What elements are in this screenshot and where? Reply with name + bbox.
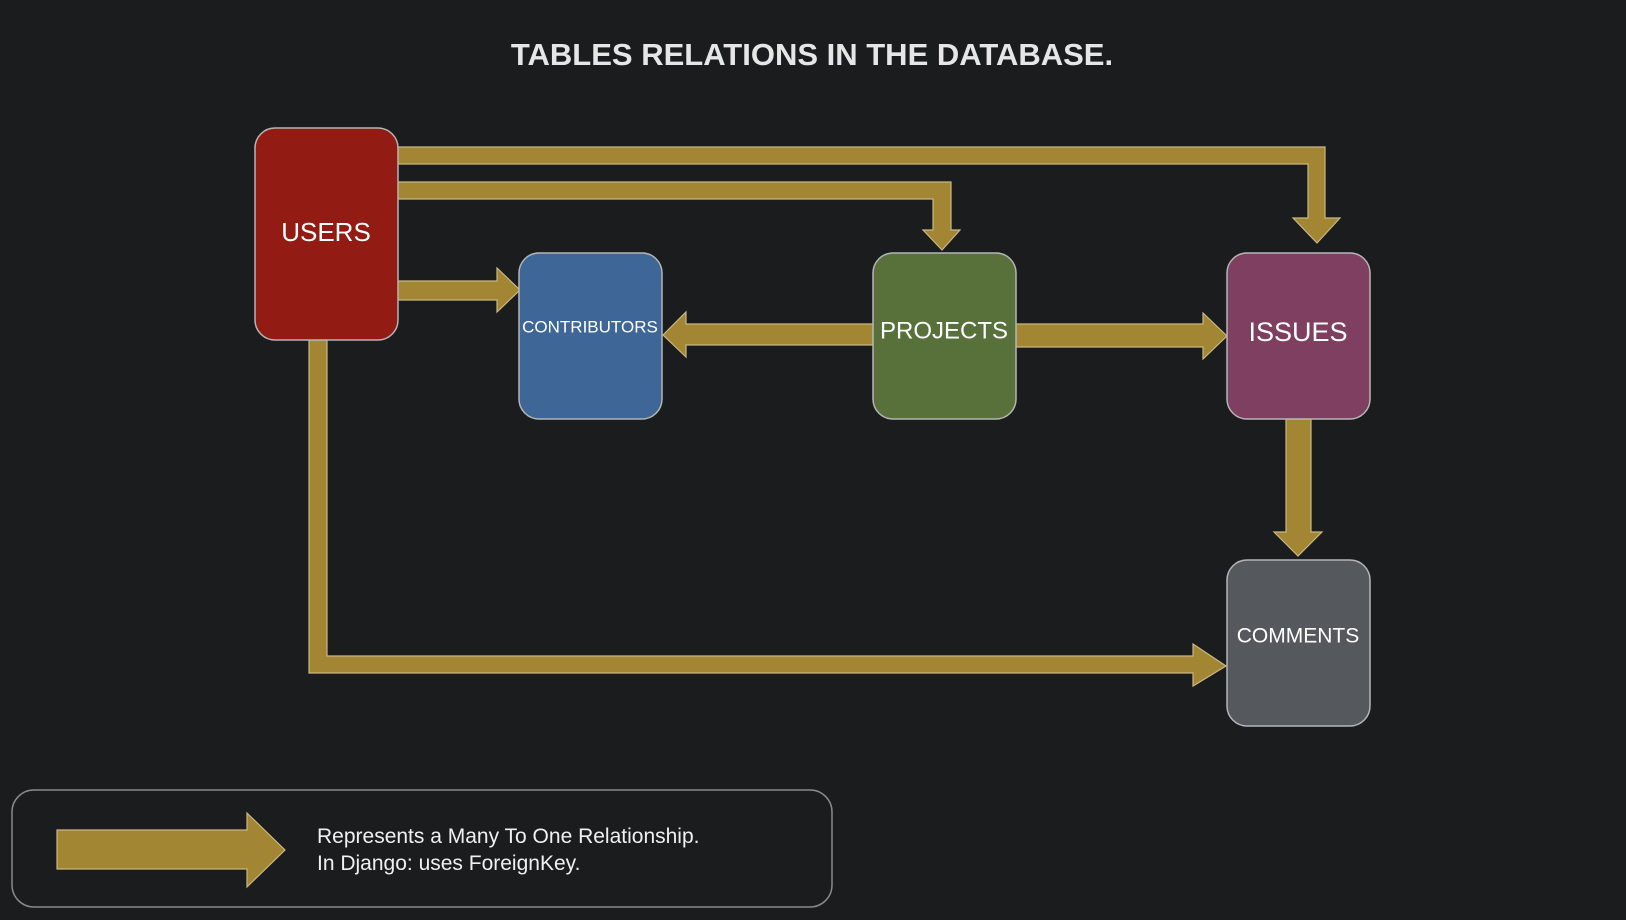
arrow-users-to-comments xyxy=(308,339,1228,688)
arrow-users-to-contributors xyxy=(397,266,521,314)
node-projects[interactable]: PROJECTS xyxy=(872,252,1017,420)
node-issues-label: ISSUES xyxy=(1248,317,1347,347)
node-users[interactable]: USERS xyxy=(254,127,399,341)
node-issues[interactable]: ISSUES xyxy=(1226,252,1371,420)
node-contributors-label: CONTRIBUTORS xyxy=(522,317,658,336)
arrow-projects-to-contributors xyxy=(662,310,874,359)
arrow-projects-to-issues xyxy=(1015,311,1228,361)
node-projects-label: PROJECTS xyxy=(880,317,1008,344)
arrow-users-to-projects xyxy=(397,181,962,251)
node-users-label: USERS xyxy=(281,217,371,247)
legend-line-1: Represents a Many To One Relationship. xyxy=(317,825,700,848)
legend-arrow-icon xyxy=(56,811,286,889)
arrow-users-to-issues xyxy=(397,146,1342,244)
node-comments-label: COMMENTS xyxy=(1237,625,1360,648)
legend-line-2: In Django: uses ForeignKey. xyxy=(317,852,580,875)
legend-box: Represents a Many To One Relationship. I… xyxy=(11,789,833,908)
diagram-title: TABLES RELATIONS IN THE DATABASE. xyxy=(511,37,1113,72)
arrow-issues-to-comments xyxy=(1272,418,1324,557)
node-comments[interactable]: COMMENTS xyxy=(1226,559,1371,727)
node-contributors[interactable]: CONTRIBUTORS xyxy=(518,252,663,420)
